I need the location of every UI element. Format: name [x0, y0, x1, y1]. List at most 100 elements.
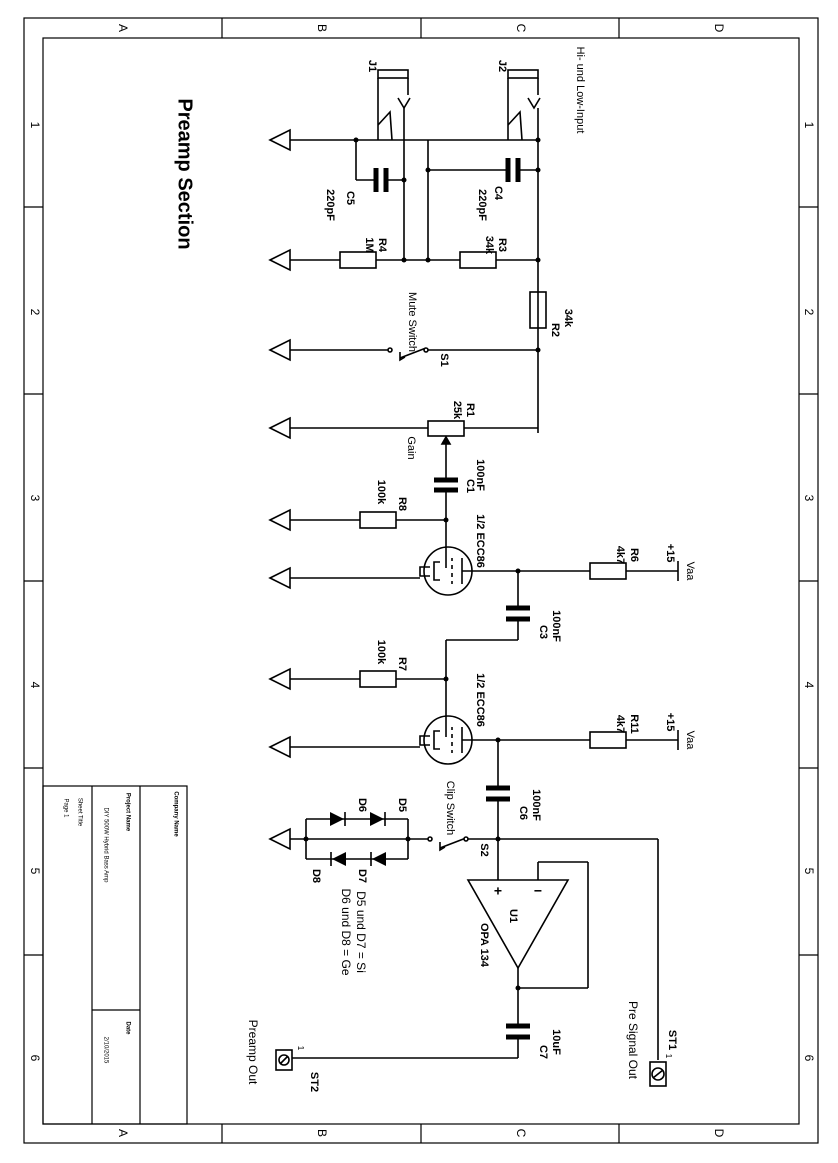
r4-ref-label: R4 — [376, 238, 388, 253]
connector-st2 — [275, 1049, 293, 1071]
resistor-r8 — [290, 511, 446, 529]
inner-frame — [42, 37, 800, 1125]
project-name: DIY 500W Hybrid Bass Amp — [102, 808, 108, 884]
col-label-a-bottom: A — [116, 1129, 130, 1137]
r6-ref-label: R6 — [628, 548, 640, 562]
c4-value-label: 220pF — [476, 189, 488, 221]
diode-d5 — [370, 812, 386, 826]
c3-value-label: 100nF — [550, 610, 562, 642]
diode-d7 — [370, 852, 386, 866]
r2-ref-label: R2 — [549, 323, 561, 337]
v2-supply-voltage: +15 — [664, 713, 676, 732]
connector-st1 — [649, 1061, 667, 1087]
j2-note-label: Hi- und Low-Input — [574, 47, 586, 134]
date-value: 2/10/2015 — [102, 1037, 108, 1064]
row-label-3-left: 3 — [28, 495, 42, 502]
resistor-r2 — [529, 291, 547, 329]
c6-ref-label: C6 — [517, 806, 529, 820]
u1-value-label: OPA 134 — [478, 923, 490, 968]
c6-value-label: 100nF — [530, 789, 542, 821]
col-label-d-bottom: D — [712, 1129, 726, 1138]
c7-value-label: 10uF — [550, 1029, 562, 1055]
row-label-6-right: 6 — [802, 1055, 816, 1062]
capacitor-c3 — [445, 571, 530, 724]
diode-note-1: D5 und D7 = Si — [354, 891, 368, 973]
r3-value-label: 34k — [483, 236, 495, 255]
row-label-2-left: 2 — [28, 309, 42, 316]
col-label-a-top: A — [116, 24, 130, 32]
capacitor-c7 — [292, 1023, 530, 1059]
jack-j1 — [377, 69, 411, 260]
col-label-c-bottom: C — [514, 1129, 528, 1138]
potentiometer-r1 — [290, 420, 538, 480]
c1-ref-label: C1 — [464, 479, 476, 493]
v1-value-label: 1/2 ECC86 — [474, 514, 486, 568]
r6-value-label: 4k7 — [614, 546, 626, 564]
switch-s1 — [290, 347, 538, 362]
st2-ref-label: ST2 — [308, 1072, 320, 1092]
resistor-r11 — [589, 730, 679, 750]
resistor-r6 — [520, 561, 679, 581]
d8-ref-label: D8 — [310, 869, 322, 883]
col-label-d-top: D — [712, 24, 726, 33]
row-label-3-right: 3 — [802, 495, 816, 502]
col-label-b-top: B — [315, 24, 329, 32]
s2-ref-label: S2 — [478, 843, 490, 856]
r8-value-label: 100k — [375, 480, 387, 505]
c3-ref-label: C3 — [537, 625, 549, 639]
r1-value-label: 25k — [451, 401, 463, 420]
page-label: Page 1 — [62, 798, 68, 818]
row-label-6-left: 6 — [28, 1055, 42, 1062]
st1-pin-label: 1 — [664, 1054, 673, 1059]
resistor-r7 — [290, 670, 446, 688]
capacitor-c1 — [434, 477, 458, 555]
c5-ref-label: C5 — [344, 191, 356, 205]
r2-value-label: 34k — [562, 309, 574, 328]
diode-d6 — [330, 812, 346, 826]
capacitor-c4 — [427, 140, 538, 260]
st1-note-label: Pre Signal Out — [626, 1001, 640, 1080]
r11-value-label: 4k7 — [614, 715, 626, 733]
diode-note-2: D6 und D8 = Ge — [339, 888, 353, 975]
junction-dots — [303, 137, 541, 991]
c1-value-label: 100nF — [474, 459, 486, 491]
r4-value-label: 1M — [363, 237, 375, 252]
tube-v2 — [290, 715, 590, 765]
capacitor-c5 — [355, 140, 404, 192]
company-label: Company Name — [172, 791, 178, 837]
st1-ref-label: ST1 — [666, 1030, 678, 1050]
st2-note-label: Preamp Out — [246, 1020, 260, 1085]
r8-ref-label: R8 — [396, 497, 408, 511]
j1-ref-label: J1 — [366, 60, 378, 72]
row-label-4-right: 4 — [802, 682, 816, 689]
capacitor-c6 — [486, 740, 510, 878]
ground-symbols — [268, 128, 291, 851]
d7-ref-label: D7 — [356, 869, 368, 883]
opamp-plus-sign: + — [494, 883, 502, 899]
st2-pin-label: 1 — [296, 1046, 305, 1051]
col-label-c-top: C — [514, 24, 528, 33]
c5-value-label: 220pF — [324, 189, 336, 221]
row-label-5-right: 5 — [802, 868, 816, 875]
jack-j2 — [507, 69, 541, 433]
tube-v1 — [290, 546, 520, 596]
opamp-minus-sign: − — [534, 883, 542, 899]
outer-frame — [23, 17, 819, 1144]
page-title: Preamp Section — [174, 98, 196, 249]
resistor-r4 — [290, 251, 460, 269]
sheet-title-label: Sheet Title — [76, 798, 82, 827]
c7-ref-label: C7 — [537, 1045, 549, 1059]
r3-ref-label: R3 — [496, 238, 508, 252]
opamp-u1 — [466, 861, 589, 1026]
r11-ref-label: R11 — [628, 714, 640, 734]
col-label-b-bottom: B — [315, 1129, 329, 1137]
u1-ref-label: U1 — [507, 909, 519, 923]
date-label: Date — [124, 1021, 130, 1035]
row-label-5-left: 5 — [28, 868, 42, 875]
r7-value-label: 100k — [375, 640, 387, 665]
s1-note-label: Mute Switch — [406, 292, 418, 352]
title-block — [42, 785, 188, 1125]
frame-ticks — [24, 18, 818, 1143]
c4-ref-label: C4 — [492, 186, 504, 201]
project-label: Project Name — [124, 793, 130, 832]
